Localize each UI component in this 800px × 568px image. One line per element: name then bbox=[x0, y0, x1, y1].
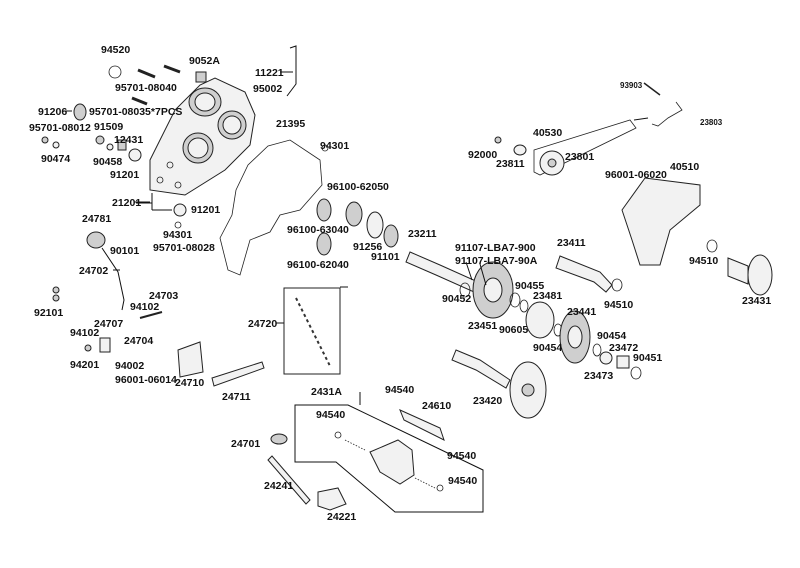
part-label-23431[interactable]: 23431 bbox=[742, 295, 772, 307]
part-label-24704[interactable]: 24704 bbox=[124, 335, 154, 347]
part-label-96100-63040[interactable]: 96100-63040 bbox=[287, 224, 349, 236]
part-label-90452[interactable]: 90452 bbox=[442, 293, 472, 305]
part-label-92000[interactable]: 92000 bbox=[468, 149, 498, 161]
part-label-23451[interactable]: 23451 bbox=[468, 320, 498, 332]
chain-cover[interactable] bbox=[621, 177, 701, 266]
part-label-90101[interactable]: 90101 bbox=[110, 245, 140, 257]
part-label-94102-upper[interactable]: 94102 bbox=[130, 301, 160, 313]
part-label-90451[interactable]: 90451 bbox=[633, 352, 663, 364]
part-label-2431A[interactable]: 2431A bbox=[311, 386, 342, 398]
part-label-23472[interactable]: 23472 bbox=[609, 342, 639, 354]
part-label-96100-62050[interactable]: 96100-62050 bbox=[327, 181, 389, 193]
part-label-11221[interactable]: 11221 bbox=[255, 67, 284, 79]
part-label-94520[interactable]: 94520 bbox=[101, 44, 131, 56]
part-label-94540-top[interactable]: 94540 bbox=[385, 384, 415, 396]
part-label-24701[interactable]: 24701 bbox=[231, 438, 261, 450]
part-label-23420[interactable]: 23420 bbox=[473, 395, 503, 407]
kit-box-2431A bbox=[294, 404, 484, 513]
part-label-90455[interactable]: 90455 bbox=[515, 280, 545, 292]
part-label-90454-left[interactable]: 90454 bbox=[533, 342, 563, 354]
part-label-23481[interactable]: 23481 bbox=[533, 290, 563, 302]
part-label-93903[interactable]: 93903 bbox=[620, 81, 643, 90]
part-label-91256[interactable]: 91256 bbox=[353, 241, 383, 253]
part-label-95701-08012[interactable]: 95701-08012 bbox=[29, 122, 91, 134]
part-label-40510[interactable]: 40510 bbox=[670, 161, 700, 173]
part-label-24711[interactable]: 24711 bbox=[222, 391, 251, 403]
part-label-94510-right[interactable]: 94510 bbox=[689, 255, 719, 267]
part-label-95002[interactable]: 95002 bbox=[253, 83, 283, 95]
part-label-92101[interactable]: 92101 bbox=[34, 307, 64, 319]
part-label-21201[interactable]: 21201 bbox=[112, 197, 142, 209]
part-label-91201-upper[interactable]: 91201 bbox=[110, 169, 140, 181]
part-label-90605[interactable]: 90605 bbox=[499, 324, 529, 336]
part-label-96001-06020[interactable]: 96001-06020 bbox=[605, 169, 667, 181]
part-label-95701-08040[interactable]: 95701-08040 bbox=[115, 82, 177, 94]
part-label-23411[interactable]: 23411 bbox=[557, 237, 586, 249]
part-label-91201-lower[interactable]: 91201 bbox=[191, 204, 221, 216]
part-label-94102-lower[interactable]: 94102 bbox=[70, 327, 100, 339]
part-label-91509[interactable]: 91509 bbox=[94, 121, 124, 133]
part-label-90458[interactable]: 90458 bbox=[93, 156, 123, 168]
part-label-12431[interactable]: 12431 bbox=[114, 134, 144, 146]
kit-box-24720 bbox=[283, 287, 341, 375]
part-label-24781[interactable]: 24781 bbox=[82, 213, 112, 225]
shafts-gears bbox=[405, 239, 773, 419]
part-label-40530[interactable]: 40530 bbox=[533, 127, 563, 139]
bearings-group bbox=[316, 198, 399, 256]
bolts-group bbox=[41, 64, 329, 229]
part-label-23211[interactable]: 23211 bbox=[408, 228, 437, 240]
part-label-95701-08035[interactable]: 95701-08035*7PCS bbox=[89, 106, 183, 118]
part-label-24710[interactable]: 24710 bbox=[175, 377, 205, 389]
part-label-94301-right[interactable]: 94301 bbox=[320, 140, 350, 152]
part-label-90474[interactable]: 90474 bbox=[41, 153, 71, 165]
part-label-23441[interactable]: 23441 bbox=[567, 306, 597, 318]
part-label-94540-right[interactable]: 94540 bbox=[447, 450, 477, 462]
part-label-24221[interactable]: 24221 bbox=[327, 511, 357, 523]
part-label-91101[interactable]: 91101 bbox=[371, 251, 400, 263]
part-label-24610[interactable]: 24610 bbox=[422, 400, 452, 412]
leader-lines bbox=[62, 71, 649, 405]
part-label-24703[interactable]: 24703 bbox=[149, 290, 179, 302]
part-label-23811[interactable]: 23811 bbox=[496, 158, 525, 170]
part-label-24702[interactable]: 24702 bbox=[79, 265, 109, 277]
part-label-94201[interactable]: 94201 bbox=[70, 359, 100, 371]
part-label-91206[interactable]: 91206 bbox=[38, 106, 68, 118]
breather-tube[interactable] bbox=[286, 45, 297, 97]
part-label-96100-62040[interactable]: 96100-62040 bbox=[287, 259, 349, 271]
part-label-91107-LBA7-90A[interactable]: 91107-LBA7-90A bbox=[455, 255, 538, 267]
gasket[interactable] bbox=[219, 139, 323, 276]
chain-sprocket bbox=[494, 82, 683, 176]
part-label-23801[interactable]: 23801 bbox=[565, 151, 595, 163]
part-label-95701-08028[interactable]: 95701-08028 bbox=[153, 242, 215, 254]
part-label-21395[interactable]: 21395 bbox=[276, 118, 306, 130]
part-label-96001-06014[interactable]: 96001-06014 bbox=[115, 374, 177, 386]
part-label-9052A[interactable]: 9052A bbox=[189, 55, 220, 67]
part-label-94540-inbox[interactable]: 94540 bbox=[316, 409, 346, 421]
part-label-94002[interactable]: 94002 bbox=[115, 360, 145, 372]
part-label-90454-right[interactable]: 90454 bbox=[597, 330, 627, 342]
shift-drum-parts bbox=[267, 409, 445, 511]
part-label-91107-LBA7-900[interactable]: 91107-LBA7-900 bbox=[455, 242, 536, 254]
part-label-23803[interactable]: 23803 bbox=[700, 118, 723, 127]
part-label-94510-mid[interactable]: 94510 bbox=[604, 299, 634, 311]
part-label-24241[interactable]: 24241 bbox=[264, 480, 294, 492]
gear-case-housing[interactable] bbox=[149, 77, 256, 196]
part-label-24720[interactable]: 24720 bbox=[248, 318, 278, 330]
shift-lever-assembly bbox=[52, 231, 265, 387]
part-label-23473[interactable]: 23473 bbox=[584, 370, 614, 382]
part-label-94301-lower[interactable]: 94301 bbox=[163, 229, 193, 241]
part-label-24707[interactable]: 24707 bbox=[94, 318, 124, 330]
part-label-94540-lower[interactable]: 94540 bbox=[448, 475, 478, 487]
